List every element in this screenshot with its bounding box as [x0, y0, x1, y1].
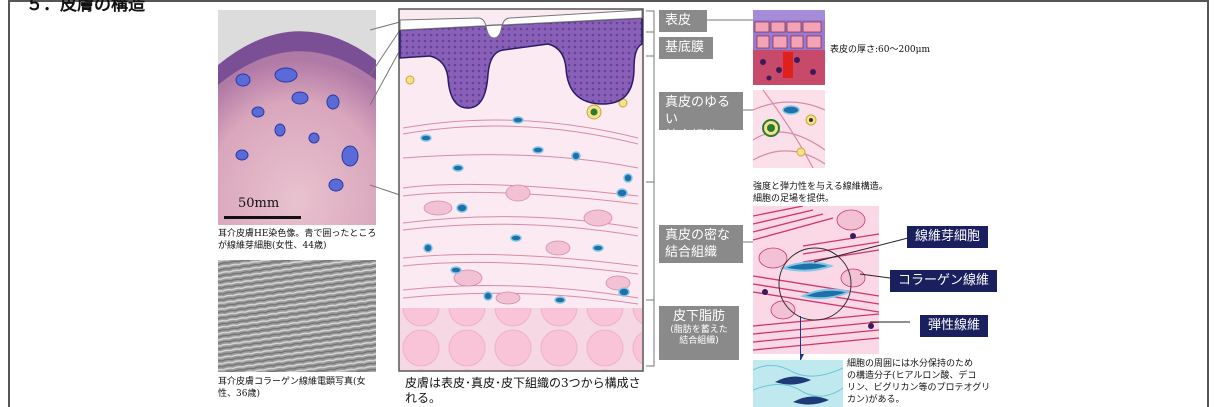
frame-left-border	[8, 0, 10, 407]
label-subcut-note-line1: (脂肪を蓄えた	[665, 325, 733, 336]
label-subcut-title: 皮下脂肪	[665, 308, 733, 325]
frame-top-border	[10, 0, 1207, 2]
dense-note-line1: 強度と弾力性を与える線維構造。	[753, 181, 888, 193]
matrix-note-line4: カン)がある。	[847, 394, 1017, 406]
epidermis-thickness-note: 表皮の厚さ:60～200μm	[830, 44, 930, 56]
he-photo-caption: 耳介皮膚HE染色像。青で囲ったところが線維芽細胞(女性、44歳)	[218, 228, 382, 252]
matrix-note-line1: 細胞の周囲には水分保持のため	[847, 358, 1017, 370]
he-stain-photo	[218, 10, 376, 225]
label-elastic-fiber: 弾性線維	[920, 315, 988, 337]
label-subcutaneous-fat: 皮下脂肪 (脂肪を蓄えた 結合組織)	[659, 306, 739, 360]
label-subcut-note-line2: 結合組織)	[665, 336, 733, 347]
frame-right-border	[1207, 0, 1209, 407]
label-collagen-fiber: コラーゲン線維	[890, 270, 997, 292]
dense-note-line2: 細胞の足場を提供。	[753, 193, 888, 205]
em-photo-caption: 耳介皮膚コラーゲン線維電顕写真(女性、36歳)	[218, 376, 378, 400]
matrix-note-line3: リン、ビグリカン等のプロテオグリ	[847, 382, 1017, 394]
label-basement-membrane: 基底膜	[659, 37, 713, 59]
label-epidermis: 表皮	[659, 10, 707, 32]
layer-brackets	[646, 8, 660, 368]
page-title: ５．皮膚の構造	[26, 0, 145, 15]
main-diagram-caption: 皮膚は表皮･真皮･皮下組織の3つから構成される。	[405, 376, 645, 406]
scale-bar-label: 50mm	[238, 196, 279, 211]
collagen-em-photo	[218, 260, 376, 372]
epidermis-detail-image	[753, 10, 825, 85]
skin-cross-section-diagram	[398, 8, 644, 372]
scale-bar	[224, 216, 301, 219]
loose-dermis-detail-image	[753, 90, 825, 168]
matrix-detail-image	[753, 360, 843, 407]
matrix-note-line2: の構造分子(ヒアルロン酸、デコ	[847, 370, 1017, 382]
label-fibroblast: 線維芽細胞	[907, 226, 988, 248]
matrix-note: 細胞の周囲には水分保持のため の構造分子(ヒアルロン酸、デコ リン、ビグリカン等…	[847, 358, 1017, 406]
label-connector-lines	[707, 14, 757, 254]
dense-dermis-note: 強度と弾力性を与える線維構造。 細胞の足場を提供。	[753, 181, 888, 205]
